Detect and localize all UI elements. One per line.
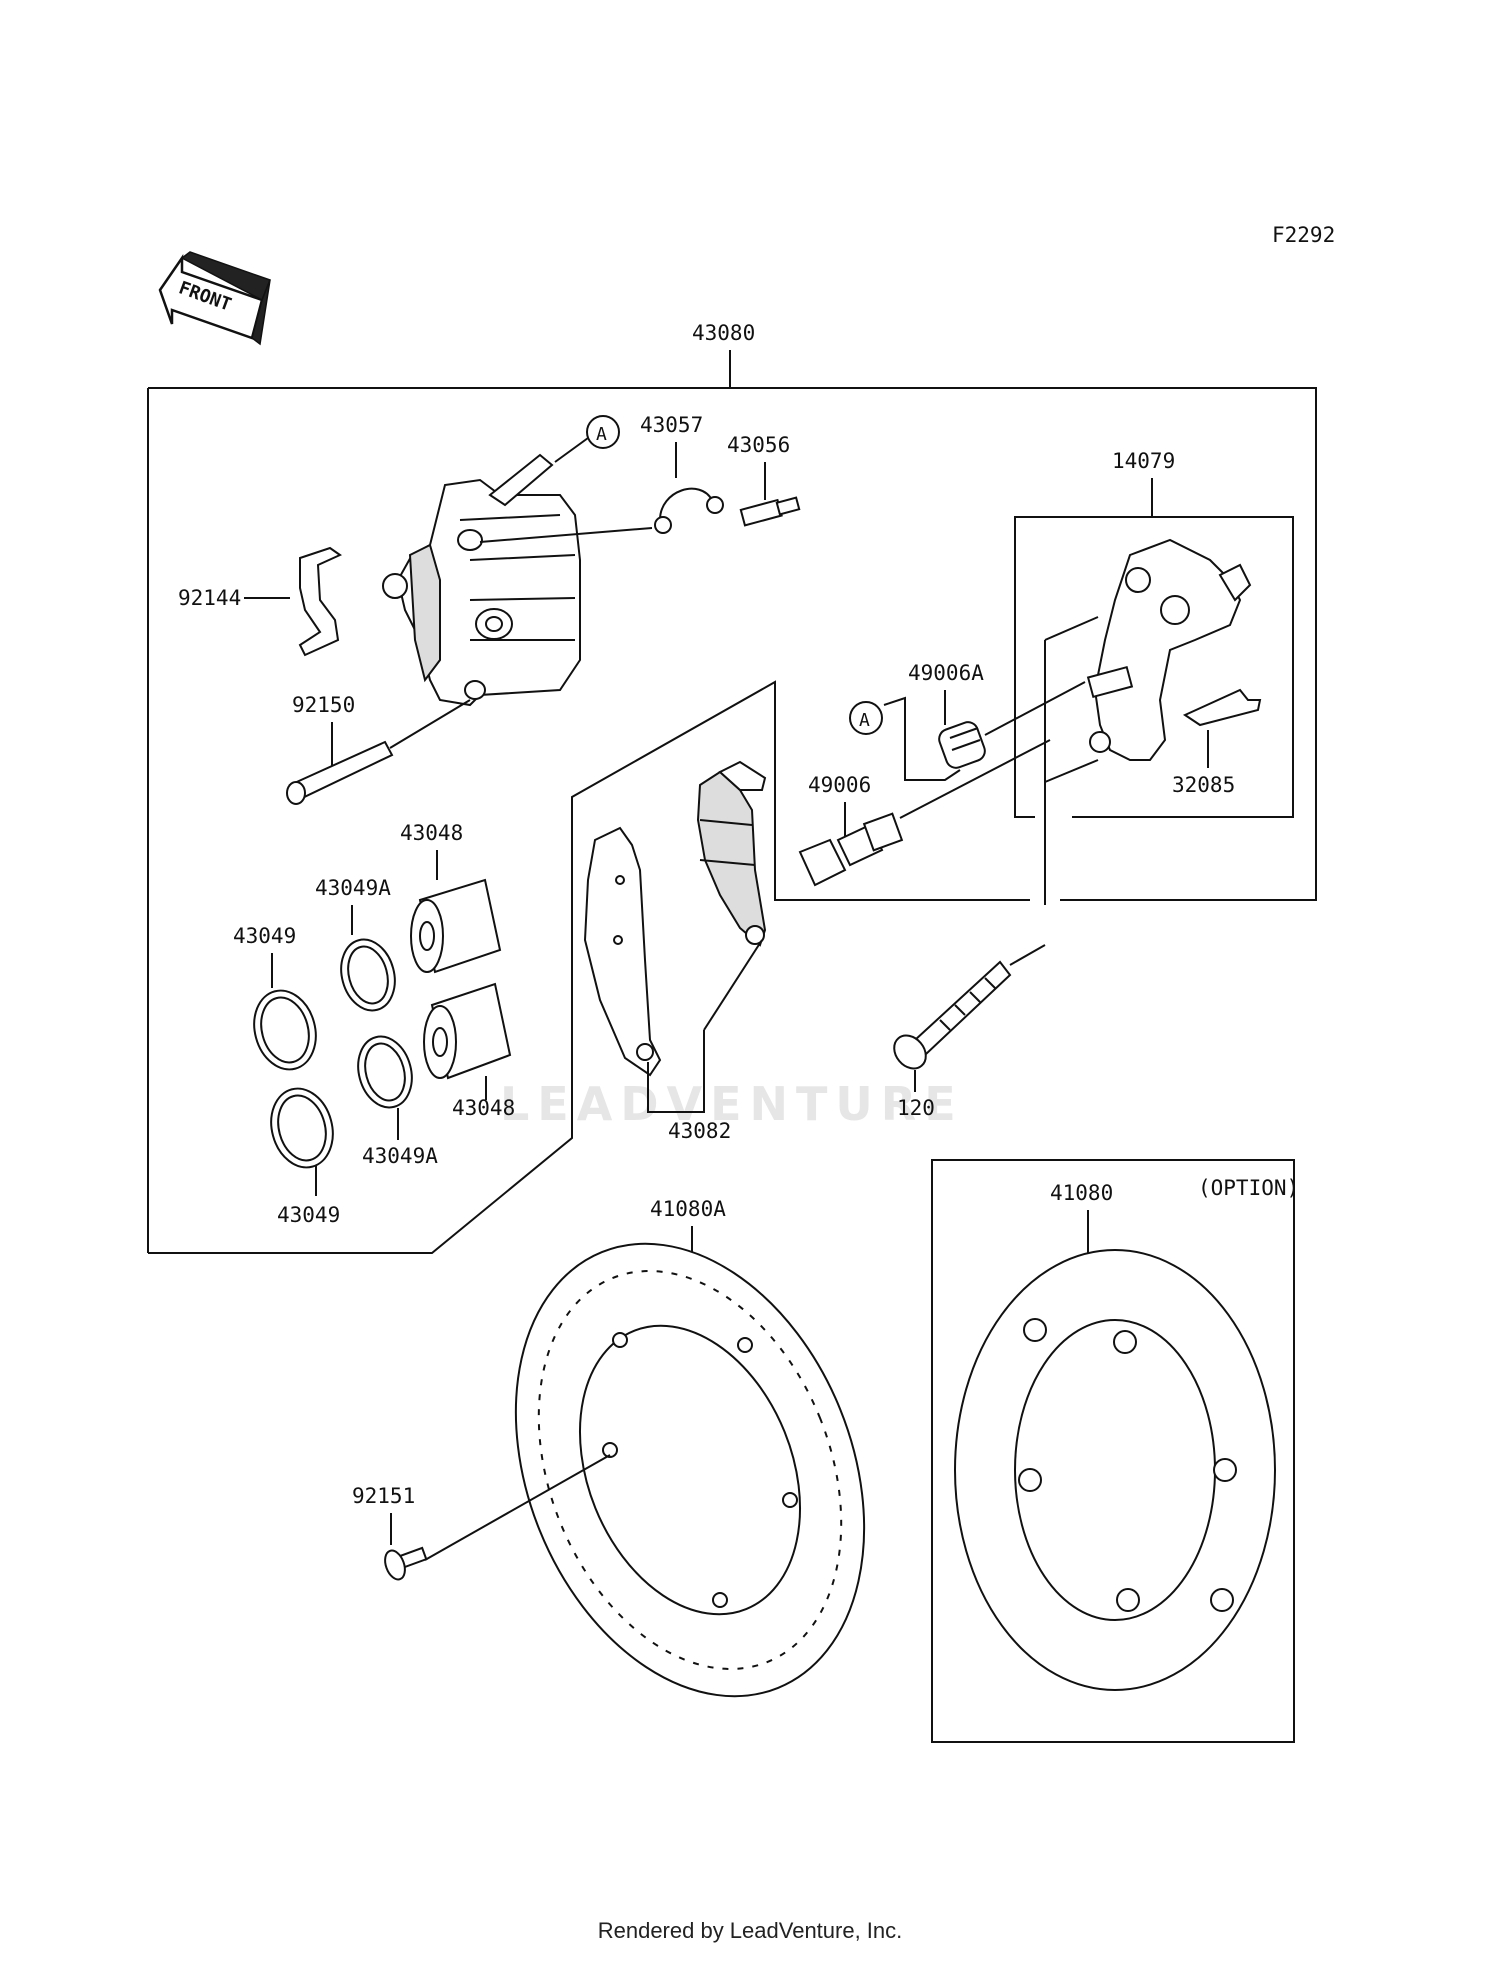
label-43049a-top: 43049A <box>315 876 391 900</box>
figure-code: F2292 <box>1272 223 1335 247</box>
part-92144-spring: 92144 <box>178 546 343 657</box>
caliper-assembly-box: 43080 <box>147 321 1317 1254</box>
label-43049-top: 43049 <box>233 924 296 948</box>
part-43056-bleeder: 43056 <box>727 433 801 527</box>
part-43048-pistons: 43048 43048 <box>400 821 515 1120</box>
label-43048-bottom: 43048 <box>452 1096 515 1120</box>
part-43057-clip: 43057 <box>479 413 724 543</box>
label-14079: 14079 <box>1112 449 1175 473</box>
option-label: (OPTION) <box>1198 1176 1299 1200</box>
part-43049-seals: 43049A 43049A 43049 43049 <box>233 876 438 1227</box>
bracket-box: 14079 <box>1014 449 1294 818</box>
part-49006-slide-pin: 49006 <box>798 739 1051 887</box>
label-92151: 92151 <box>352 1484 415 1508</box>
part-92151-bolt: 92151 <box>352 1484 428 1581</box>
label-41080: 41080 <box>1050 1181 1113 1205</box>
label-49006: 49006 <box>808 773 871 797</box>
part-120-bolt: 120 <box>893 944 1046 1120</box>
svg-text:A: A <box>596 424 607 445</box>
part-43082-pads: 43082 <box>583 760 767 1143</box>
label-120: 120 <box>897 1096 935 1120</box>
part-92150-pin: 92150 <box>286 693 471 805</box>
part-49006a-boot: 49006A <box>908 661 1086 769</box>
label-92144: 92144 <box>178 586 241 610</box>
label-43056: 43056 <box>727 433 790 457</box>
footer-credit: Rendered by LeadVenture, Inc. <box>597 1918 903 1943</box>
part-14079-bracket <box>1044 538 1252 905</box>
front-arrow-icon: FRONT <box>158 251 271 346</box>
label-43049a-bottom: 43049A <box>362 1144 438 1168</box>
label-32085: 32085 <box>1172 773 1235 797</box>
svg-text:A: A <box>859 710 870 731</box>
label-92150: 92150 <box>292 693 355 717</box>
label-43049-bottom: 43049 <box>277 1203 340 1227</box>
ref-marker-a-top: A <box>554 415 620 463</box>
label-43048-top: 43048 <box>400 821 463 845</box>
label-49006a: 49006A <box>908 661 984 685</box>
label-43080: 43080 <box>692 321 755 345</box>
option-box: (OPTION) 41080 <box>931 1159 1299 1743</box>
ref-marker-a-bottom: A <box>849 696 961 781</box>
caliper-body <box>382 453 581 707</box>
part-41080a-disc: 41080A <box>424 1197 866 1698</box>
part-32085-clip: 32085 <box>1172 688 1262 797</box>
label-43082: 43082 <box>668 1119 731 1143</box>
label-41080a: 41080A <box>650 1197 726 1221</box>
label-43057: 43057 <box>640 413 703 437</box>
watermark: LEADVENTURE <box>500 1077 964 1131</box>
